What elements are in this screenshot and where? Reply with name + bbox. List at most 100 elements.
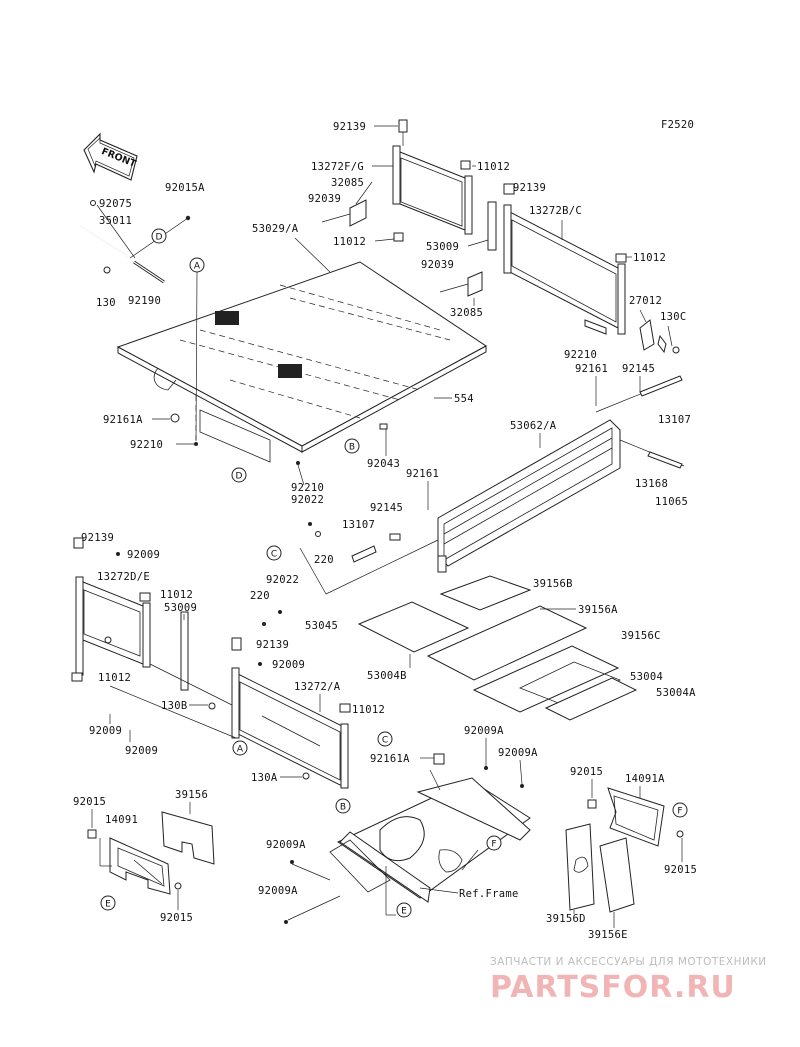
label-130C: 130C <box>660 311 687 323</box>
label-39156: 39156 <box>175 789 208 801</box>
label-92161A-left: 92161A <box>103 414 143 426</box>
label-39156B: 39156B <box>533 578 573 590</box>
latch-rod-assembly <box>79 200 191 284</box>
label-53004A: 53004A <box>656 687 696 699</box>
label-53062A: 53062/A <box>510 420 557 432</box>
watermark-brand: PARTSFOR.RU <box>490 970 736 1005</box>
callout-C-1: C <box>266 545 282 561</box>
label-92139-top: 92139 <box>333 121 366 133</box>
label-92210-left: 92210 <box>130 439 163 451</box>
label-11065: 11065 <box>655 496 688 508</box>
callout-E-2: E <box>396 902 412 918</box>
tailgate-panel <box>437 375 685 573</box>
callout-E-1: E <box>100 895 116 911</box>
label-13272DE: 13272D/E <box>97 571 150 583</box>
label-92009A-4: 92009A <box>258 885 298 897</box>
label-92145-mid: 92145 <box>370 502 403 514</box>
label-13272BC: 13272B/C <box>529 205 582 217</box>
svg-text:B: B <box>340 803 346 813</box>
label-ref-frame: Ref.Frame <box>459 888 519 900</box>
label-92139-right: 92139 <box>513 182 546 194</box>
svg-text:A: A <box>237 745 244 755</box>
callout-F-2: F <box>486 835 502 851</box>
label-92022-bottom: 92022 <box>266 574 299 586</box>
label-35011: 35011 <box>99 215 132 227</box>
label-92145-right: 92145 <box>622 363 655 375</box>
side-gate-right <box>439 183 680 354</box>
svg-text:F: F <box>677 807 682 817</box>
label-92039-mid: 92039 <box>421 259 454 271</box>
front-arrow-icon: FRONT <box>83 132 138 181</box>
svg-text:D: D <box>236 472 243 482</box>
label-92015-right-low: 92015 <box>664 864 697 876</box>
left-shield-14091 <box>87 811 215 895</box>
label-14091: 14091 <box>105 814 138 826</box>
label-92210-right: 92210 <box>564 349 597 361</box>
bed-mats <box>357 575 638 721</box>
label-53029A: 53029/A <box>252 223 299 235</box>
label-92161-right: 92161 <box>575 363 608 375</box>
svg-text:E: E <box>105 900 111 910</box>
front-gate-panel <box>321 119 497 251</box>
label-92210-bottom: 92210 <box>291 482 324 494</box>
label-11012-bottomgate: 11012 <box>352 704 385 716</box>
label-92161-mid: 92161 <box>406 468 439 480</box>
label-13272A: 13272/A <box>294 681 341 693</box>
label-39156C: 39156C <box>621 630 661 642</box>
label-11012-leftgate-top: 11012 <box>160 589 193 601</box>
reference-frame <box>284 753 531 924</box>
label-92009A-3: 92009A <box>266 839 306 851</box>
cargo-bed-floor <box>116 261 487 453</box>
label-53004: 53004 <box>630 671 663 683</box>
svg-text:B: B <box>349 443 355 453</box>
label-11012-top-right: 11012 <box>477 161 510 173</box>
label-39156E: 39156E <box>588 929 628 941</box>
label-39156D: 39156D <box>546 913 586 925</box>
label-92022-top: 92022 <box>291 494 324 506</box>
label-92015A: 92015A <box>165 182 205 194</box>
label-32085-top: 32085 <box>331 177 364 189</box>
label-92009-a: 92009 <box>127 549 160 561</box>
label-92139-bottomgate: 92139 <box>256 639 289 651</box>
label-14091A: 14091A <box>625 773 665 785</box>
label-11012-right: 11012 <box>633 252 666 264</box>
label-13107-right: 13107 <box>658 414 691 426</box>
label-13272FG: 13272F/G <box>311 161 364 173</box>
label-130-left: 130 <box>96 297 116 309</box>
callout-A-1: A <box>189 257 205 273</box>
label-92015-left: 92015 <box>73 796 106 808</box>
label-92075: 92075 <box>99 198 132 210</box>
label-39156A: 39156A <box>578 604 618 616</box>
callout-D-1: D <box>151 228 167 244</box>
label-53009-left: 53009 <box>164 602 197 614</box>
side-gate-left <box>71 537 239 709</box>
svg-text:C: C <box>271 550 277 560</box>
right-shield-14091A <box>565 787 684 913</box>
label-53009-top: 53009 <box>426 241 459 253</box>
label-53004B: 53004B <box>367 670 407 682</box>
callout-B-1: B <box>344 438 360 454</box>
label-13168: 13168 <box>635 478 668 490</box>
hinge-pin-parts <box>262 522 439 626</box>
label-554: 554 <box>454 393 474 405</box>
rear-side-gate <box>109 637 351 789</box>
label-53045: 53045 <box>305 620 338 632</box>
label-92015-right: 92015 <box>570 766 603 778</box>
label-92139-leftgate: 92139 <box>81 532 114 544</box>
callout-C-2: C <box>377 731 393 747</box>
svg-text:C: C <box>382 736 388 746</box>
callout-A-2: A <box>232 740 248 756</box>
label-11012-leftgate-bottom: 11012 <box>98 672 131 684</box>
label-220-top: 220 <box>314 554 334 566</box>
label-13107-mid: 13107 <box>342 519 375 531</box>
figure-code: F2520 <box>661 119 694 131</box>
label-11012-top-left: 11012 <box>333 236 366 248</box>
label-92009-d: 92009 <box>125 745 158 757</box>
label-92009A-1: 92009A <box>464 725 504 737</box>
label-92009-c: 92009 <box>89 725 122 737</box>
label-92161A-bottom: 92161A <box>370 753 410 765</box>
callout-F-1: F <box>672 802 688 818</box>
label-92043: 92043 <box>367 458 400 470</box>
label-130A: 130A <box>251 772 278 784</box>
